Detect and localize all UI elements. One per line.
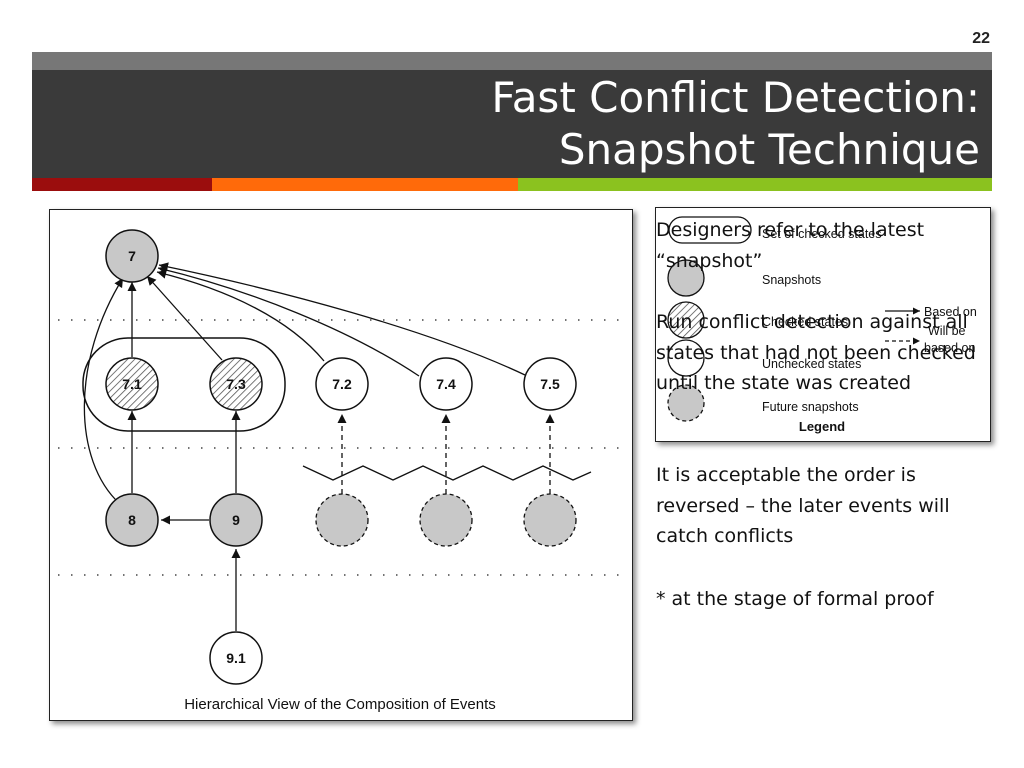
accent-bar-green <box>518 178 992 191</box>
legend-set-label: Set of checked states <box>762 227 882 241</box>
legend-snapshots-label: Snapshots <box>762 273 821 287</box>
bullet-formal-proof: * at the stage of formal proof <box>656 588 934 610</box>
node-7-label: 7 <box>128 248 136 264</box>
legend: Set of checked states Snapshots Checked … <box>667 216 977 434</box>
node-7-5: 7.5 <box>523 357 577 411</box>
node-7-4: 7.4 <box>419 357 473 411</box>
node-9: 9 <box>209 493 263 547</box>
node-9-label: 9 <box>232 512 240 528</box>
node-7-5-label: 7.5 <box>540 376 560 392</box>
legend-based-on-label: Based on <box>924 305 977 319</box>
node-8: 8 <box>105 493 159 547</box>
diagram-frame: 7 7.1 7.3 7.2 7.4 7.5 8 9 <box>49 209 633 721</box>
bullet-conflict-detection: Run conflict detection against all state… <box>656 311 976 394</box>
future-snapshot-node <box>419 493 473 547</box>
title-line-1: Fast Conflict Detection: <box>491 73 980 122</box>
edge-8-to-7 <box>83 277 124 505</box>
legend-will-be-label-2: based on <box>924 341 975 355</box>
future-snapshot-node <box>315 493 369 547</box>
node-7-4-label: 7.4 <box>436 376 456 392</box>
legend-title: Legend <box>799 419 845 434</box>
legend-frame: Set of checked states Snapshots Checked … <box>655 207 991 442</box>
future-boundary <box>302 465 592 481</box>
legend-future-label: Future snapshots <box>762 400 859 414</box>
node-7-2: 7.2 <box>315 357 369 411</box>
edge-73-to-7 <box>146 275 223 361</box>
title-line-2: Snapshot Technique <box>558 125 980 174</box>
bullet-order-reversed: It is acceptable the order is reversed –… <box>656 464 950 547</box>
edge-74-to-7 <box>157 265 420 377</box>
accent-bar-red <box>32 178 212 191</box>
node-8-label: 8 <box>128 512 136 528</box>
legend-set-swatch <box>668 216 752 244</box>
node-7-1: 7.1 <box>105 357 159 411</box>
legend-checked-label: Checked states <box>762 315 848 329</box>
legend-checked-swatch <box>667 301 705 339</box>
title-band: Fast Conflict Detection: Snapshot Techni… <box>32 70 992 178</box>
checked-states-set <box>82 337 286 432</box>
legend-unchecked-label: Unchecked states <box>762 357 861 371</box>
edge-75-to-7 <box>158 262 526 376</box>
node-9-1-label: 9.1 <box>226 650 246 666</box>
title-top-band <box>32 52 992 70</box>
node-7-3: 7.3 <box>209 357 263 411</box>
node-7: 7 <box>105 229 159 283</box>
legend-will-be-label-1: Will be <box>928 324 966 338</box>
page-number: 22 <box>972 30 990 47</box>
diagram-caption: Hierarchical View of the Composition of … <box>184 696 496 713</box>
composition-diagram: 7 7.1 7.3 7.2 7.4 7.5 8 9 <box>58 229 620 713</box>
node-7-1-label: 7.1 <box>122 376 142 392</box>
bullet-snapshot: Designers refer to the latest “snapshot” <box>656 219 925 272</box>
future-snapshot-node <box>523 493 577 547</box>
node-7-3-label: 7.3 <box>226 376 246 392</box>
legend-unchecked-swatch <box>667 339 705 377</box>
node-7-2-label: 7.2 <box>332 376 352 392</box>
legend-future-swatch <box>667 384 705 422</box>
node-9-1: 9.1 <box>209 631 263 685</box>
accent-bar-orange <box>212 178 518 191</box>
edge-72-to-7 <box>156 269 325 362</box>
slide-title: Fast Conflict Detection: Snapshot Techni… <box>491 72 980 176</box>
legend-snapshot-swatch <box>667 259 705 297</box>
